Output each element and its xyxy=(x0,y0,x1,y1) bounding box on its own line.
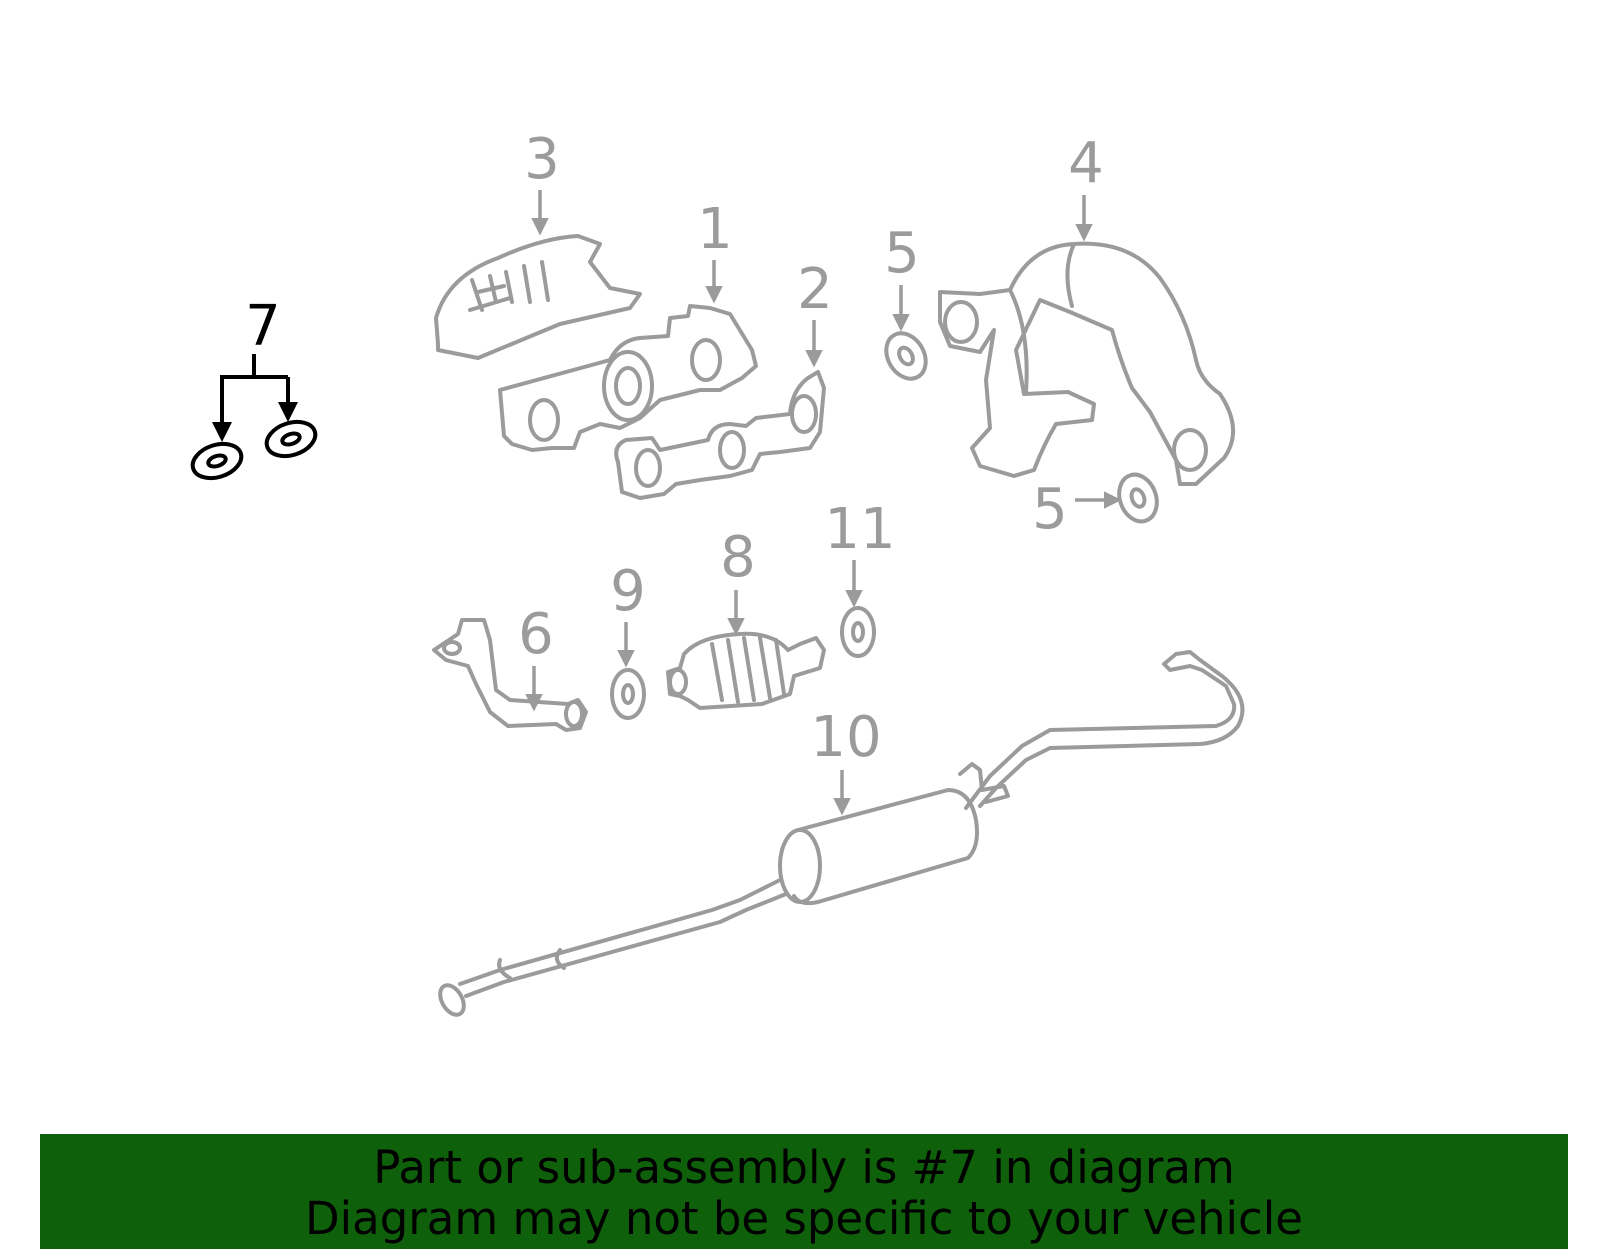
part-7-gaskets[interactable]: 7 xyxy=(188,294,319,484)
banner-line-2: Diagram may not be specific to your vehi… xyxy=(305,1192,1303,1245)
part-8-catalytic-converter[interactable]: 8 xyxy=(666,525,826,710)
callout-1: 1 xyxy=(697,197,733,262)
part-5-gasket-lower[interactable]: 5 xyxy=(1032,469,1163,542)
part-11-gasket[interactable]: 11 xyxy=(824,497,896,658)
gasket-left xyxy=(190,441,244,481)
info-banner: Part or sub-assembly is #7 in diagram Di… xyxy=(40,1134,1568,1249)
callout-3: 3 xyxy=(524,127,560,192)
part-2-manifold-gasket[interactable]: 2 xyxy=(614,257,833,500)
part-1-exhaust-manifold[interactable]: 1 xyxy=(498,197,758,452)
callout-11: 11 xyxy=(824,497,895,562)
callout-6: 6 xyxy=(518,602,554,667)
part-9-gasket[interactable]: 9 xyxy=(610,559,646,720)
callout-7: 7 xyxy=(245,294,281,359)
callout-9: 9 xyxy=(610,559,646,624)
gasket-right xyxy=(264,419,318,459)
part-6-front-pipe[interactable]: 6 xyxy=(432,602,588,732)
banner-line-1: Part or sub-assembly is #7 in diagram xyxy=(373,1141,1235,1194)
callout-8: 8 xyxy=(720,525,756,590)
callout-10: 10 xyxy=(810,705,881,770)
callout-4: 4 xyxy=(1068,131,1104,196)
part-3-heat-shield[interactable]: 3 xyxy=(434,127,642,360)
callout-5-lower: 5 xyxy=(1032,477,1068,542)
part-10-muffler-assembly[interactable]: 10 xyxy=(435,650,1245,1019)
part-5-gasket-upper[interactable]: 5 xyxy=(878,221,933,386)
part-4-y-pipe[interactable]: 4 xyxy=(938,131,1236,486)
callout-5-upper: 5 xyxy=(884,221,920,286)
callout-2: 2 xyxy=(797,257,833,322)
